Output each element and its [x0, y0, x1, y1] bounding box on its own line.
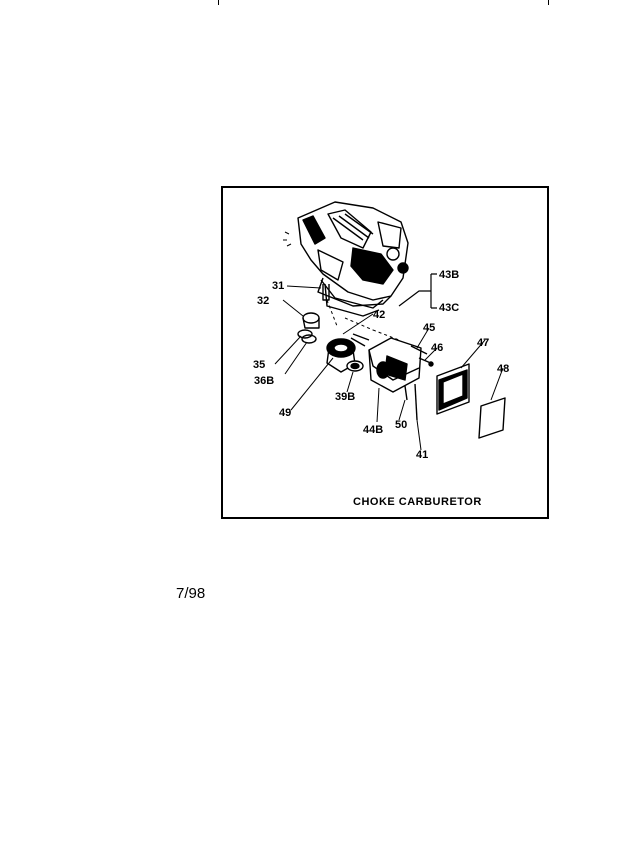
part-label-43c: 43C: [439, 302, 459, 314]
diagram-frame: 31 32 42 43B 43C 45 46 47 48 35 36B 39B …: [221, 186, 549, 519]
part-32-gasket: [302, 312, 320, 324]
footer-date-code: 7/98: [176, 585, 206, 602]
part-label-46: 46: [431, 342, 443, 354]
part-label-43b: 43B: [439, 269, 459, 281]
diagram-caption: CHOKE CARBURETOR: [353, 496, 482, 508]
part-label-35: 35: [253, 359, 265, 371]
part-47-filter-element: [436, 363, 470, 415]
part-36b-washer: [301, 334, 317, 344]
part-45-screw: [410, 345, 428, 355]
part-50-screw: [404, 385, 408, 401]
part-label-42: 42: [373, 309, 385, 321]
top-edge-mark-left: [218, 0, 219, 5]
part-35-washer: [297, 329, 313, 339]
part-label-47: 47: [477, 337, 489, 349]
top-edge-mark-right: [548, 0, 549, 5]
part-label-31: 31: [272, 280, 284, 292]
part-44b-air-cleaner-base: [368, 337, 422, 393]
part-48-cover: [478, 397, 506, 439]
part-31-tube: [322, 284, 330, 301]
part-49-carburetor: [326, 333, 370, 373]
part-label-39b: 39B: [335, 391, 355, 403]
exploded-parts-diagram: 31 32 42 43B 43C 45 46 47 48 35 36B 39B …: [253, 201, 509, 508]
part-label-32: 32: [257, 295, 269, 307]
part-label-36b: 36B: [254, 375, 274, 387]
part-label-44b: 44B: [363, 424, 383, 436]
part-label-48: 48: [497, 363, 509, 375]
part-label-50: 50: [395, 419, 407, 431]
part-41-stud: [414, 383, 418, 421]
engine-illustration: [283, 201, 409, 307]
part-label-49: 49: [279, 407, 291, 419]
callout-bracket: [398, 273, 437, 309]
part-label-41: 41: [416, 449, 428, 461]
mounting-plate: [320, 279, 384, 309]
part-label-45: 45: [423, 322, 435, 334]
